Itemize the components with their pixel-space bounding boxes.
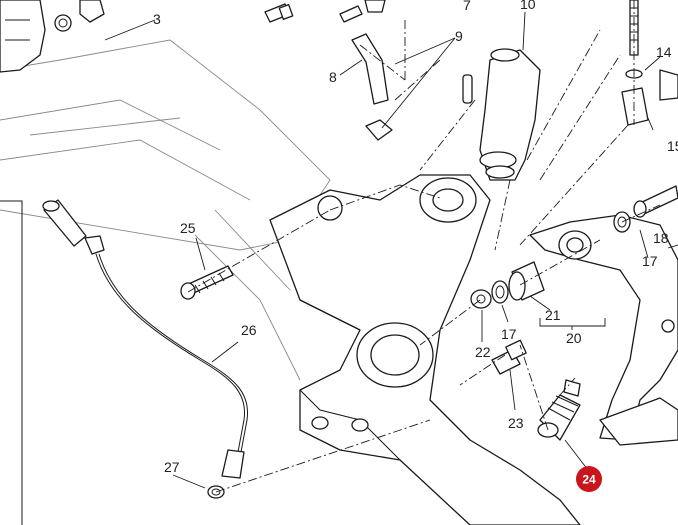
master-cylinder: [462, 48, 541, 181]
part-label-23: 23: [508, 415, 524, 431]
part-label-17-lower: 17: [501, 326, 517, 342]
highlight-badge-label: 24: [582, 473, 596, 487]
caliper-part: [0, 0, 105, 73]
part-label-9: 9: [455, 28, 463, 44]
footpeg-bracket: [269, 174, 581, 525]
part-label-22: 22: [475, 344, 491, 360]
highlight-badge-24[interactable]: 24: [576, 466, 602, 492]
frame-outline: [0, 39, 331, 381]
switch-part-23: [491, 339, 527, 375]
part-label-10: 10: [520, 0, 536, 12]
part-label-27: 27: [164, 459, 180, 475]
top-bolts: [264, 0, 386, 23]
spring-part-24: [537, 379, 581, 441]
part-label-7: 7: [463, 0, 471, 13]
part-label-18: 18: [653, 230, 669, 246]
part-label-3: 3: [153, 11, 161, 27]
left-inset-frame: [0, 200, 23, 525]
part-label-21: 21: [545, 307, 561, 323]
brake-lever: [529, 214, 678, 446]
adjuster-rod: [621, 0, 678, 126]
bolt-part-18: [633, 185, 678, 218]
part-label-14: 14: [656, 44, 672, 60]
part-label-15: 15: [667, 138, 678, 154]
assembly-lines: [187, 0, 661, 493]
part-label-8: 8: [329, 69, 337, 85]
part-label-20: 20: [566, 330, 582, 346]
part-label-25: 25: [180, 220, 196, 236]
spacer-part: [317, 195, 343, 221]
part-label-17-upper: 17: [642, 253, 658, 269]
sensor-cable: [42, 199, 249, 499]
hose-part: [351, 33, 393, 141]
leader-lines: [104, 11, 678, 489]
part-labels: 3 7 8 9 10 14 15 17 18 25 26 27 22 17 21…: [153, 0, 678, 475]
part-label-26: 26: [241, 322, 257, 338]
